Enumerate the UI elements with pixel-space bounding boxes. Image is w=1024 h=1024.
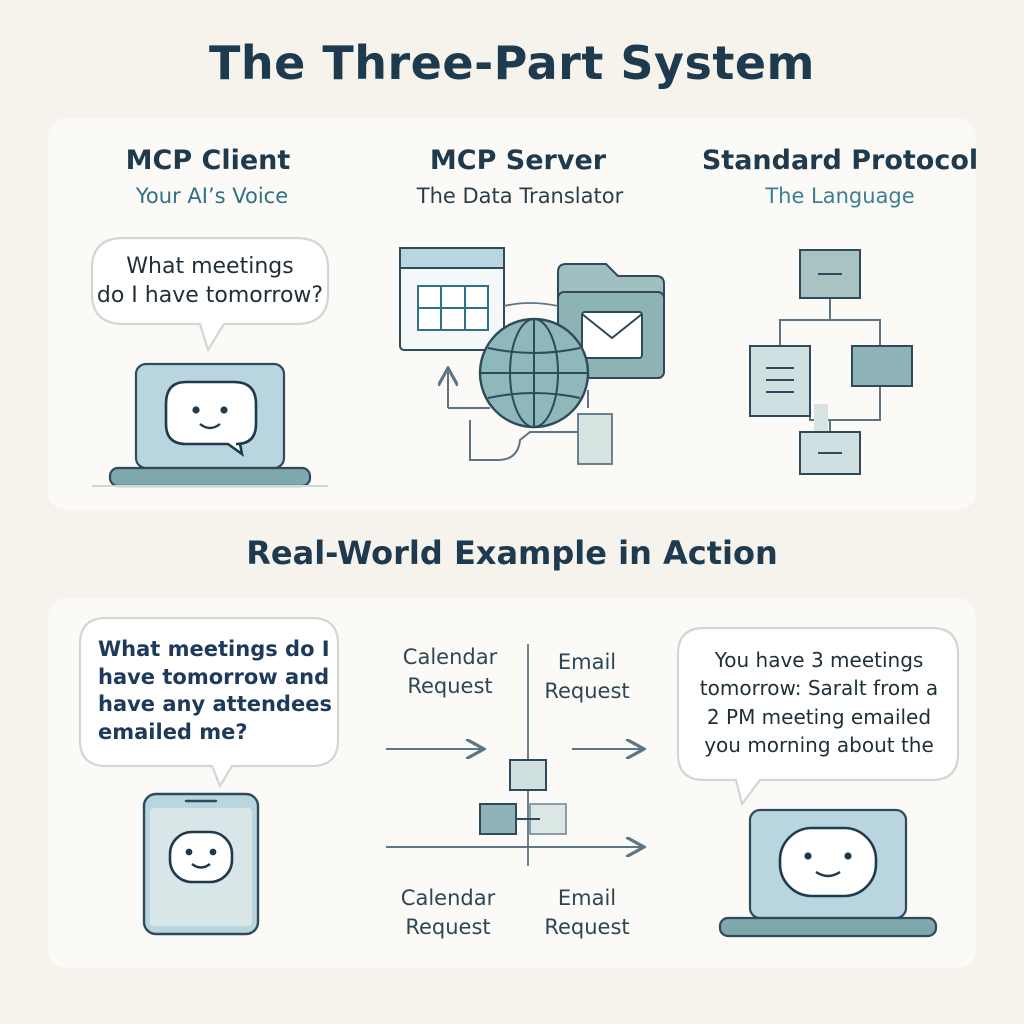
calendar-request-label-bottom: Calendar Request [388, 884, 508, 943]
client-speech-bubble [90, 236, 330, 353]
calendar-request-label-top: Calendar Request [390, 643, 510, 702]
label-line: Request [544, 679, 630, 704]
label-line: Request [405, 915, 491, 940]
client-subtitle: Your AI’s Voice [135, 184, 289, 208]
answer-speech-bubble [676, 626, 960, 807]
answer-line: you morning about the [704, 733, 934, 758]
client-bubble-line: What meetings [126, 254, 294, 279]
label-line: Email [557, 650, 617, 674]
globe-icon [478, 317, 590, 429]
label-line: Email [557, 886, 617, 910]
question-line: have tomorrow and [98, 664, 330, 689]
label-line: Calendar [402, 645, 498, 669]
protocol-subtitle: The Language [765, 184, 915, 208]
question-line: emailed me? [98, 720, 248, 745]
question-line: have any attendees [98, 692, 332, 717]
page-title: The Three-Part System [209, 36, 815, 90]
question-line: What meetings do I [98, 637, 330, 661]
flowchart-icon [749, 249, 913, 475]
email-request-label-bottom: Email Request [532, 884, 642, 943]
label-line: Calendar [400, 886, 496, 910]
question-speech-bubble [78, 616, 340, 789]
answer-line: You have 3 meetings [714, 648, 924, 672]
answer-line: 2 PM meeting emailed [706, 704, 932, 729]
client-title: MCP Client [125, 145, 291, 176]
client-bubble-text: What meetings do I have tomorrow? [96, 252, 324, 310]
phone-icon [142, 792, 260, 936]
request-routing [386, 644, 642, 866]
answer-line: tomorrow: Saralt from a [699, 676, 939, 701]
label-line: Request [544, 915, 630, 940]
calendar-icon [399, 247, 505, 351]
server-title: MCP Server [429, 145, 607, 176]
email-folder-icon [557, 263, 665, 379]
server-subtitle: The Data Translator [416, 184, 624, 208]
server-connectors [448, 302, 613, 465]
email-request-label-top: Email Request [532, 648, 642, 707]
client-bubble-line: do I have tomorrow? [96, 283, 324, 309]
smile-chat-icon [164, 380, 258, 457]
protocol-title: Standard Protocol [701, 145, 979, 176]
answer-text: You have 3 meetings tomorrow: Saralt fro… [686, 646, 952, 760]
question-text: What meetings do I have tomorrow and hav… [98, 636, 334, 747]
example-title: Real-World Example in Action [246, 534, 778, 572]
label-line: Request [407, 674, 493, 699]
laptop-icon-bottom [718, 808, 938, 938]
